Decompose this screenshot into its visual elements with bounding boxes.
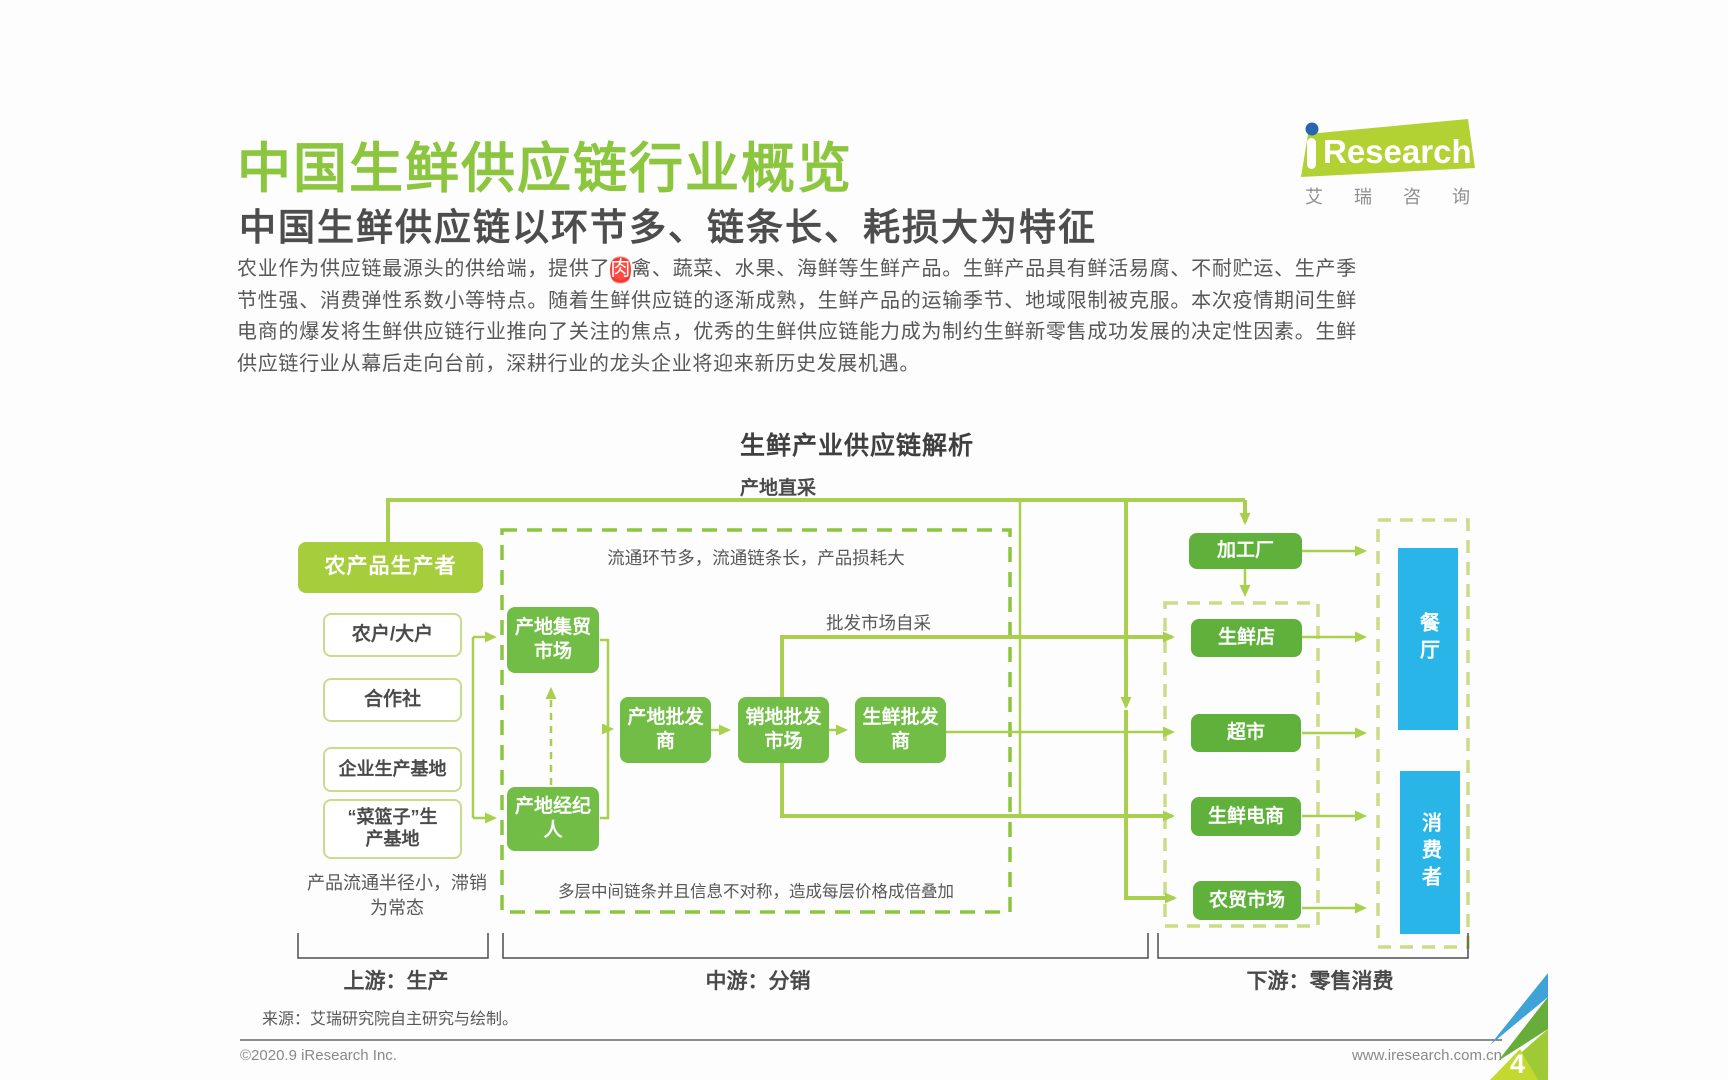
- corner-decoration: 4: [1490, 973, 1550, 1080]
- footer-copyright: ©2020.9 iResearch Inc.: [240, 1047, 397, 1064]
- iresearch-logo-mark: Research: [1301, 119, 1475, 177]
- intro-paragraph: 农业作为供应链最源头的供给端，提供了肉禽、蔬菜、水果、海鲜等生鲜产品。生鲜产品具…: [237, 254, 1357, 380]
- paragraph-text-after: 禽、蔬菜、水果、海鲜等生鲜产品。生鲜产品具有鲜活易腐、不耐贮运、生产季节性强、消…: [237, 258, 1357, 375]
- label-multilayer-note: 多层中间链条并且信息不对称，造成每层价格成倍叠加: [558, 883, 954, 901]
- footer-website: www.iresearch.com.cn: [1351, 1047, 1502, 1064]
- red-pointer-highlight: 肉: [610, 254, 632, 286]
- node-origin-market: 产地集贸市场: [507, 607, 599, 673]
- label-downstream: 下游：零售消费: [1246, 970, 1394, 993]
- label-wholesale-self-pick: 批发市场自采: [826, 613, 931, 633]
- node-restaurant: 餐厅: [1398, 548, 1458, 730]
- node-consumer: 消费者: [1400, 771, 1460, 934]
- node-origin-broker: 产地经纪人: [507, 787, 599, 851]
- node-processing-plant: 加工厂: [1189, 533, 1302, 569]
- label-midstream: 中游：分销: [705, 970, 811, 993]
- midstream-bracket: [502, 933, 1149, 959]
- node-origin-wholesaler: 产地批发商: [620, 697, 711, 763]
- paragraph-text-before: 农业作为供应链最源头的供给端，提供了: [237, 258, 611, 280]
- label-direct-sourcing: 产地直采: [740, 478, 817, 499]
- node-farmers-market: 农贸市场: [1193, 881, 1301, 920]
- logo-chinese-name: 艾瑞咨询: [1305, 187, 1501, 207]
- node-dest-wholesale-market: 销地批发市场: [738, 697, 829, 763]
- node-enterprise-base: 企业生产基地: [323, 747, 462, 792]
- iresearch-logo: Research: [1296, 118, 1486, 182]
- downstream-bracket: [1157, 933, 1469, 959]
- page-number: 4: [1510, 1049, 1525, 1079]
- source-note: 来源：艾瑞研究院自主研究与绘制。: [262, 1011, 519, 1028]
- page-title: 中国生鲜供应链行业概览: [237, 139, 853, 199]
- label-upstream: 上游：生产: [343, 970, 449, 993]
- node-farmer: 农户/大户: [323, 613, 462, 657]
- node-producer: 农产品生产者: [298, 542, 483, 593]
- diagram-title: 生鲜产业供应链解析: [740, 432, 975, 460]
- label-radius-note: 产品流通半径小，滞销 为常态: [307, 873, 487, 918]
- node-basket-base: “菜篮子”生 产基地: [323, 799, 462, 859]
- slide-subtitle: 中国生鲜供应链以环节多、链条长、耗损大为特征: [239, 207, 1097, 248]
- node-fresh-ecommerce: 生鲜电商: [1191, 797, 1301, 836]
- logo-brand-text: Research: [1323, 133, 1472, 170]
- node-fresh-wholesaler: 生鲜批发商: [855, 697, 946, 763]
- upstream-bracket: [297, 933, 489, 959]
- label-circulation-note: 流通环节多，流通链条长，产品损耗大: [607, 548, 905, 568]
- node-fresh-store: 生鲜店: [1191, 619, 1302, 657]
- node-coop: 合作社: [323, 678, 462, 722]
- logo-i-dot: [1305, 122, 1319, 136]
- node-supermarket: 超市: [1191, 714, 1301, 752]
